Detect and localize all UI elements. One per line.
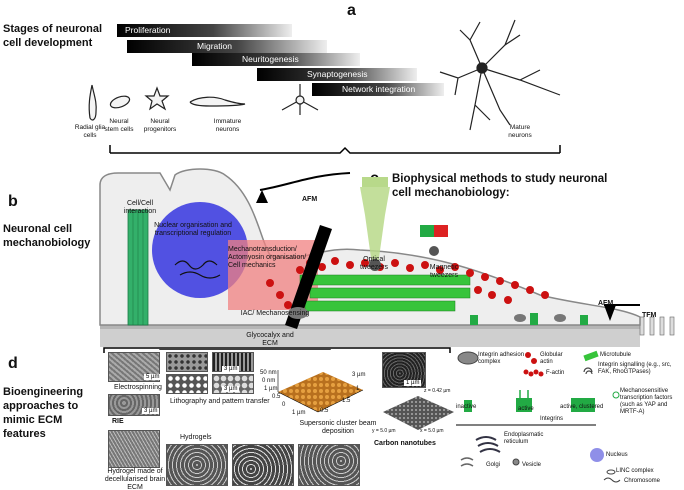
- panel-a-letter: a: [347, 2, 356, 19]
- stage-bar-neuritogenesis: Neuritogenesis: [192, 53, 360, 66]
- scale-5um: 5 µm: [144, 374, 162, 380]
- legend-icons: [456, 350, 621, 483]
- scale-1um: 1 µm: [404, 380, 422, 386]
- cnt-axis-x: x = 5.0 µm: [420, 428, 444, 434]
- legend-linc: LINC complex: [616, 468, 654, 474]
- legend-inactive: inactive: [456, 404, 477, 410]
- cell-label-mature-neurons: Mature neurons: [508, 124, 532, 139]
- label-cell-cell-interaction: Cell/Cell interaction: [123, 200, 157, 215]
- label-electrospinning: Electrospinning: [114, 384, 162, 391]
- supersonic-afm-plot: [277, 370, 364, 413]
- afm-axis-3um: 3 µm: [352, 372, 366, 378]
- label-tfm: TFM: [642, 312, 657, 319]
- label-lithography: Lithography and pattern transfer: [170, 398, 270, 405]
- label-rie: RIE: [112, 418, 124, 425]
- label-hydrogels: Hydrogels: [180, 434, 212, 441]
- cell-label-neural-stem: Neural stem cells: [104, 118, 134, 133]
- legend-active-clustered: active, clustered: [560, 404, 604, 410]
- label-mechanotransduction: Mechanotransduction/ Actomyosin organisa…: [228, 246, 307, 269]
- legend-active: active: [518, 406, 534, 412]
- panel-b-title: Neuronal cell mechanobiology: [3, 223, 91, 249]
- scale-3um: 3 µm: [142, 408, 160, 414]
- afm-axis-0.5b: 0.5: [320, 408, 329, 414]
- label-hydrogel-ecm: Hydrogel made of decellularised brain EC…: [104, 468, 166, 490]
- legend-er: Endoplasmatic reticulum: [504, 432, 544, 445]
- label-optical-tweezers: Optical tweezers: [359, 256, 388, 271]
- hydrogel-ecm-sem: [108, 430, 160, 468]
- afm-axis-0: 0: [282, 402, 286, 408]
- legend-integrins: Integrins: [540, 416, 564, 422]
- afm-axis-50nm: 50 nm: [260, 370, 277, 376]
- label-nuclear-organisation: Nuclear organisation and transcriptional…: [154, 222, 232, 237]
- panel-d-letter: d: [8, 355, 18, 372]
- panel-b-cell-drawing: [99, 168, 675, 350]
- panel-d-bracket: [103, 347, 451, 353]
- afm-axis-0.5a: 0.5: [272, 394, 281, 400]
- panel-d-title: Bioengineering approaches to mimic ECM f…: [3, 386, 84, 440]
- cnt-axis-z: z = 0.42 µm: [424, 388, 451, 394]
- lithography-sem-3: [166, 374, 208, 394]
- cell-label-radial-glia: Radial glia cells: [74, 124, 106, 139]
- label-iac-mechanosensing: IAC/ Mechanosensing: [240, 310, 310, 317]
- afm-axis-1: 1: [356, 386, 360, 392]
- afm-axis-1um-b: 1 µm: [292, 410, 306, 416]
- scale-3um-c: 3 µm: [222, 386, 240, 392]
- stage-label: Neuritogenesis: [242, 54, 299, 64]
- label-glycocalyx-ecm: Glycocalyx and ECM: [246, 332, 294, 347]
- cell-label-neural-progenitors: Neural progenitors: [143, 118, 177, 133]
- legend-nucleus: Nucleus: [606, 452, 628, 458]
- scale-3um-b: 3 µm: [222, 366, 240, 372]
- stage-label: Network integration: [342, 84, 416, 94]
- cell-label-immature-neurons: Immature neurons: [213, 118, 242, 133]
- label-supersonic: Supersonic cluster beam deposition: [299, 420, 377, 435]
- stage-label: Proliferation: [125, 25, 171, 35]
- label-carbon-nanotubes: Carbon nanotubes: [374, 440, 436, 447]
- panel-a-cells-drawing: [88, 19, 561, 154]
- cnt-axis-y: y = 5.0 µm: [372, 428, 396, 434]
- stage-bar-synaptogenesis: Synaptogenesis: [257, 68, 417, 81]
- hydrogel-sem-1: [166, 444, 228, 486]
- label-afm: AFM: [302, 196, 318, 203]
- stage-bar-network-integration: Network integration: [312, 83, 444, 96]
- legend-globular-actin: Globular actin: [540, 352, 563, 365]
- hydrogel-sem-3: [298, 444, 360, 486]
- label-magnetic-tweezers: Magnetic tweezers: [429, 264, 459, 279]
- carbon-nanotube-3d: [383, 396, 454, 430]
- label-afm-right: AFM: [598, 300, 614, 307]
- legend-mechanosensitive: Mechanosensitive transcription factors (…: [620, 388, 673, 415]
- stage-bar-proliferation: Proliferation: [117, 24, 292, 37]
- panel-b-letter: b: [8, 193, 18, 210]
- legend-microtubule: Microtubule: [600, 352, 632, 358]
- stage-label: Migration: [197, 41, 232, 51]
- panel-a-title: Stages of neuronal cell development: [3, 23, 103, 49]
- afm-axis-1um: 1 µm: [264, 386, 278, 392]
- legend-golgi: Golgi: [486, 462, 501, 468]
- hydrogel-sem-2: [232, 444, 294, 486]
- legend-integrin-signalling: Integrin signalling (e.g., src, FAK, Rho…: [598, 362, 672, 375]
- legend-chromosome: Chromosome: [624, 478, 661, 484]
- legend-vesicle: Vesicle: [522, 462, 542, 468]
- panel-c-title: Biophysical methods to study neuronal ce…: [392, 173, 608, 199]
- legend-f-actin: F-actin: [546, 370, 565, 376]
- stage-bar-migration: Migration: [127, 40, 327, 53]
- afm-axis-1.5: 1.5: [342, 398, 351, 404]
- stage-label: Synaptogenesis: [307, 69, 368, 79]
- legend-integrin-complex: Integrin adhesion complex: [478, 352, 525, 365]
- afm-axis-0nm: 0 nm: [262, 378, 276, 384]
- lithography-sem-1: [166, 352, 208, 372]
